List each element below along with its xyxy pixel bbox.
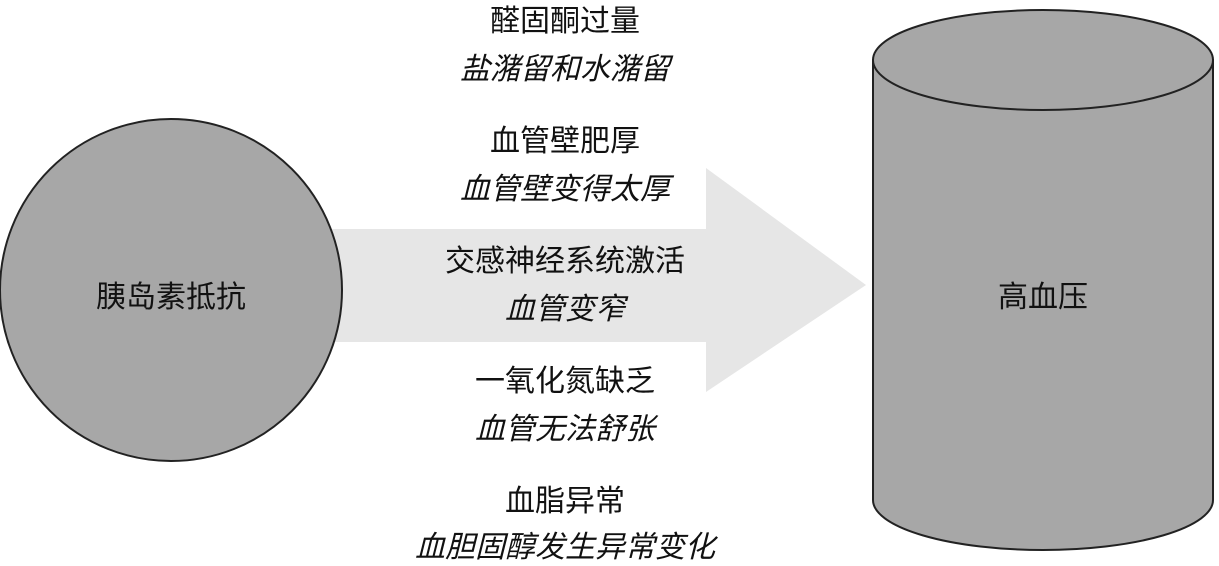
arrow — [330, 168, 866, 392]
mechanism-cause: 血管壁肥厚 — [490, 124, 640, 159]
mechanism-effect: 血胆固醇发生异常变化 — [415, 530, 715, 565]
mechanism-cause: 血脂异常 — [505, 484, 625, 519]
mechanism-cause: 交感神经系统激活 — [445, 244, 685, 279]
source-label: 胰岛素抵抗 — [96, 280, 246, 315]
mechanism-effect: 血管无法舒张 — [475, 412, 655, 447]
mechanism-cause: 一氧化氮缺乏 — [475, 364, 655, 399]
mechanism-effect: 血管变窄 — [505, 292, 625, 327]
mechanism-effect: 盐潴留和水潴留 — [460, 52, 670, 87]
source-circle — [0, 118, 343, 462]
target-label: 高血压 — [998, 280, 1088, 315]
mechanism-effect: 血管壁变得太厚 — [460, 172, 670, 207]
target-cylinder — [872, 9, 1214, 551]
mechanism-cause: 醛固酮过量 — [490, 4, 640, 39]
